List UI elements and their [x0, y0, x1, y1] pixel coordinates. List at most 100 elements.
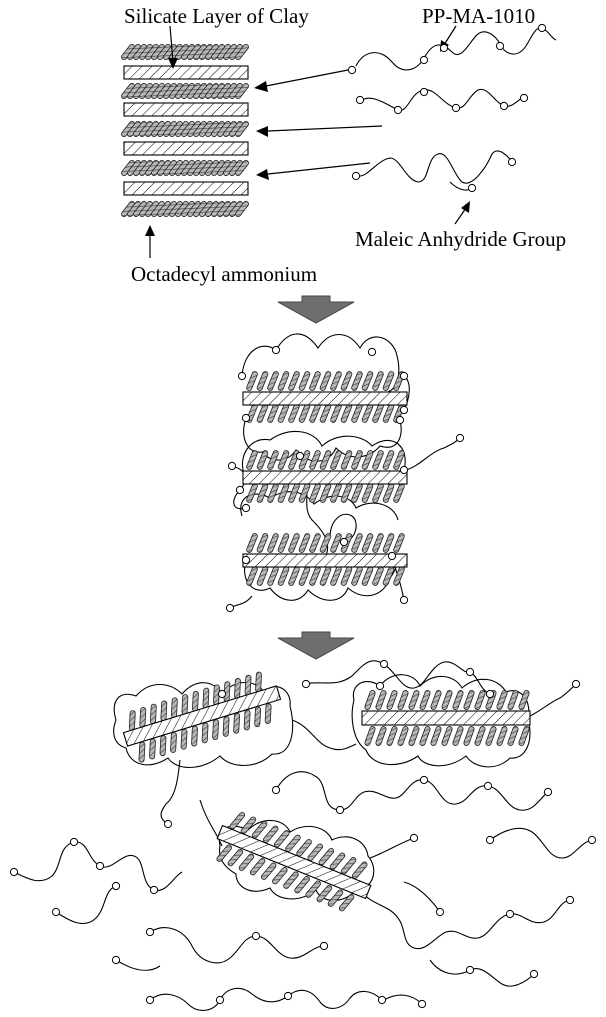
octadecyl-ammonium-chain	[309, 403, 321, 423]
octadecyl-ammonium-chain	[149, 739, 155, 759]
polymer-chain	[360, 151, 512, 183]
octadecyl-ammonium-chain	[364, 690, 376, 711]
octadecyl-ammonium-chain	[319, 566, 331, 586]
process-arrow-2	[278, 632, 354, 659]
octadecyl-ammonium-chain	[256, 371, 268, 391]
maleic-anhydride-label: Maleic Anhydride Group	[355, 227, 566, 251]
octadecyl-ammonium-chain	[288, 566, 300, 586]
octadecyl-ammonium-chain	[361, 533, 373, 553]
octadecyl-ammonium-chain	[246, 450, 258, 470]
octadecyl-ammonium-chain	[361, 450, 373, 470]
octadecyl-ammonium-chain	[288, 403, 300, 423]
octadecyl-ammonium-chain	[129, 710, 135, 730]
octadecyl-ammonium-chain	[256, 450, 268, 470]
octadecyl-ammonium-chain	[267, 483, 279, 503]
octadecyl-ammonium-chain	[255, 707, 261, 727]
octadecyl-ammonium-chain	[430, 690, 442, 711]
stage-clay-stack	[120, 24, 556, 258]
octadecyl-ammonium-chain	[171, 698, 177, 718]
octadecyl-ammonium-chain	[202, 723, 208, 743]
octadecyl-ammonium-chain	[233, 713, 239, 733]
octadecyl-ammonium-chain	[277, 403, 289, 423]
octadecyl-ammonium-chain	[375, 726, 387, 747]
octadecyl-ammonium-chain	[330, 403, 342, 423]
octadecyl-ammonium-chain	[361, 483, 373, 503]
octadecyl-ammonium-chain	[161, 701, 167, 721]
octadecyl-ammonium-chain	[160, 736, 166, 756]
octadecyl-ammonium-chain	[309, 566, 321, 586]
silicate-sheet	[243, 471, 407, 484]
octadecyl-ammonium-chain	[372, 371, 384, 391]
octadecyl-ammonium-chain	[340, 403, 352, 423]
stage-exfoliated	[10, 660, 595, 1010]
insertion-arrow	[254, 70, 348, 92]
octadecyl-ammonium-chain	[351, 403, 363, 423]
octadecyl-ammonium-chain	[452, 726, 464, 747]
octadecyl-ammonium-chain	[518, 726, 530, 747]
octadecyl-ammonium-chain	[139, 742, 145, 762]
octadecyl-ammonium-chain	[419, 690, 431, 711]
octadecyl-ammonium-chain	[265, 703, 271, 723]
silicate-sheet	[124, 103, 248, 116]
octadecyl-ammonium-chain	[267, 566, 279, 586]
silicate-layer-label: Silicate Layer of Clay	[124, 4, 309, 28]
octadecyl-ammonium-chain	[288, 533, 300, 553]
octadecyl-ammonium-chain	[507, 726, 519, 747]
octadecyl-ammonium-chain	[351, 450, 363, 470]
octadecyl-ammonium-chain	[267, 403, 279, 423]
octadecyl-ammonium-chain	[246, 371, 258, 391]
octadecyl-ammonium-chain	[191, 726, 197, 746]
octadecyl-ammonium-chain	[397, 726, 409, 747]
octadecyl-ammonium-chain	[364, 726, 376, 747]
octadecyl-ammonium-chain	[319, 371, 331, 391]
octadecyl-ammonium-chain	[182, 694, 188, 714]
octadecyl-ammonium-chain	[372, 403, 384, 423]
octadecyl-ammonium-chain	[408, 690, 420, 711]
maleic-group-beads	[348, 24, 545, 191]
octadecyl-ammonium-chain	[441, 690, 453, 711]
octadecyl-ammonium-chain	[330, 483, 342, 503]
octadecyl-ammonium-chain	[181, 729, 187, 749]
octadecyl-ammonium-chain	[277, 533, 289, 553]
octadecyl-ammonium-chain	[255, 672, 261, 692]
octadecyl-ammonium-chain	[372, 533, 384, 553]
octadecyl-ammonium-chain	[430, 726, 442, 747]
octadecyl-ammonium-chain	[372, 450, 384, 470]
octadecyl-ammonium-chain	[382, 403, 394, 423]
octadecyl-ammonium-chain	[496, 726, 508, 747]
octadecyl-ammonium-chain	[256, 483, 268, 503]
octadecyl-ammonium-chain	[309, 371, 321, 391]
octadecyl-ammonium-chain	[246, 566, 258, 586]
pp-ma-1010-label: PP-MA-1010	[422, 4, 535, 28]
polymer-chain	[356, 28, 556, 70]
octadecyl-ammonium-chain	[382, 450, 394, 470]
octadecyl-ammonium-chain	[256, 403, 268, 423]
octadecyl-ammonium-chain	[298, 533, 310, 553]
octadecyl-ammonium-chain	[463, 690, 475, 711]
insertion-arrow	[256, 126, 382, 137]
octadecyl-ammonium-chain	[496, 690, 508, 711]
octadecyl-ammonium-chain	[474, 690, 486, 711]
silicate-sheet	[243, 554, 407, 567]
octadecyl-ammonium-chain	[234, 678, 240, 698]
octadecyl-ammonium-chain	[375, 690, 387, 711]
octadecyl-ammonium-chain	[319, 403, 331, 423]
octadecyl-ammonium-chain	[330, 566, 342, 586]
octadecyl-ammonium-chain	[393, 483, 405, 503]
octadecyl-ammonium-chain	[351, 371, 363, 391]
octadecyl-ammonium-chain	[140, 707, 146, 727]
octadecyl-ammonium-chain	[309, 533, 321, 553]
octadecyl-ammonium-chain	[393, 533, 405, 553]
octadecyl-ammonium-chain	[277, 566, 289, 586]
octadecyl-ammonium-chain	[351, 483, 363, 503]
octadecyl-ammonium-chain	[408, 726, 420, 747]
octadecyl-ammonium-chain	[485, 726, 497, 747]
octadecyl-ammonium-chain	[298, 371, 310, 391]
silicate-sheet	[243, 392, 407, 405]
octadecyl-ammonium-chain	[441, 726, 453, 747]
octadecyl-ammonium-chain	[244, 710, 250, 730]
octadecyl-ammonium-chain	[372, 566, 384, 586]
octadecyl-ammonium-chain	[298, 403, 310, 423]
octadecyl-ammonium-chain	[319, 483, 331, 503]
